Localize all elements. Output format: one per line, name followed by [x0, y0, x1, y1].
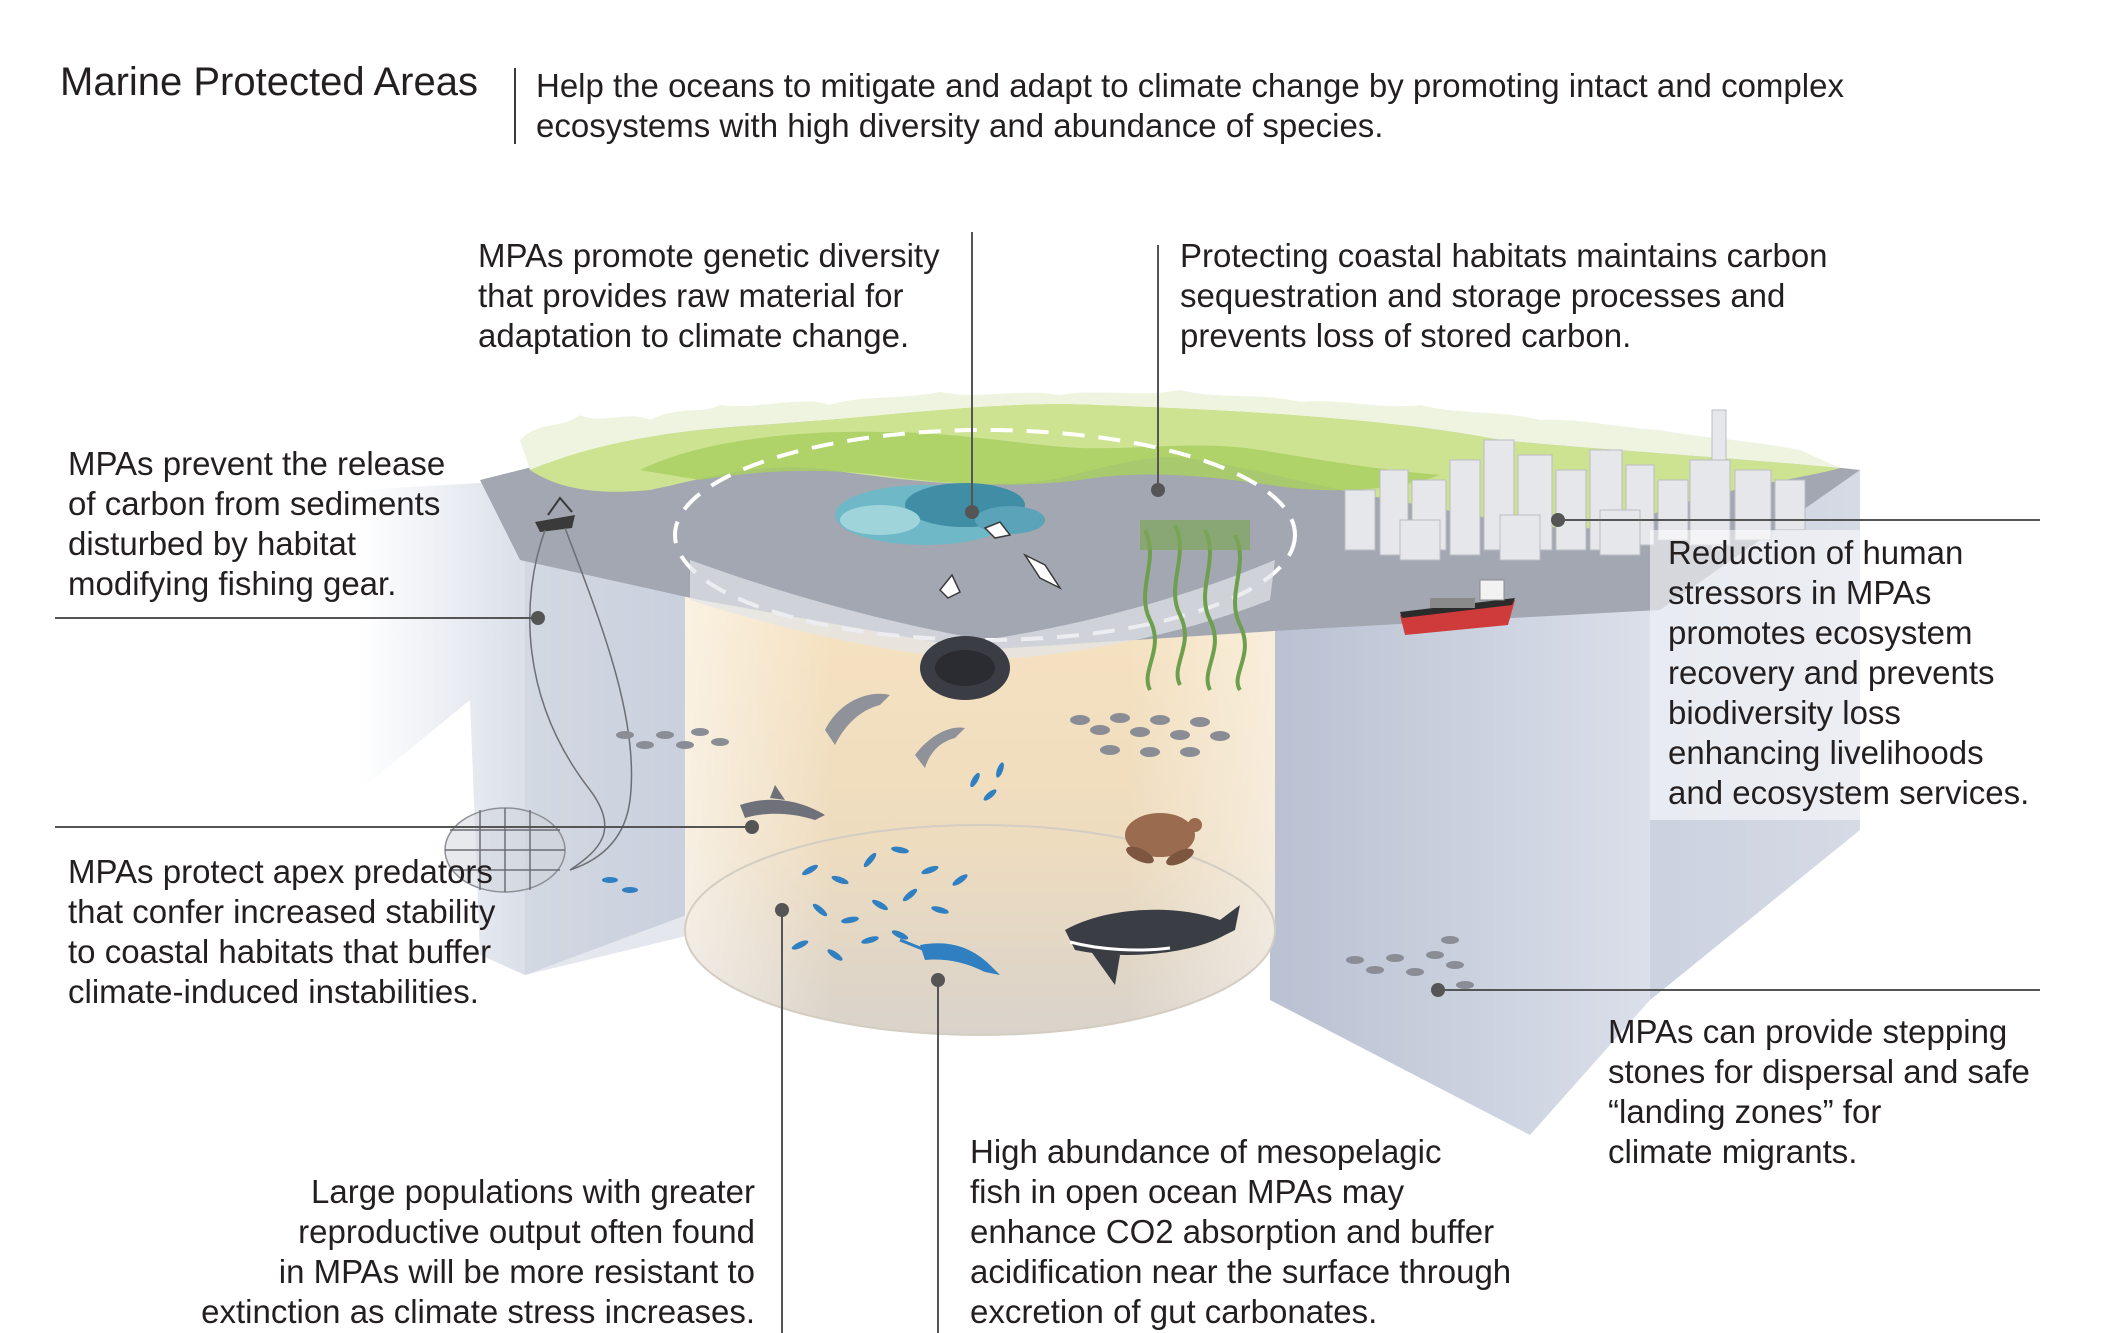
fishing-boat-icon [535, 496, 575, 532]
callout-mesopelagic: High abundance of mesopelagic fish in op… [970, 1133, 1512, 1330]
leader-dots [531, 483, 1565, 997]
sardine-ball-icon [920, 636, 1010, 700]
cargo-ship-icon [1400, 579, 1515, 635]
callout-sediments: MPAs prevent the release of carbon from … [68, 445, 446, 602]
fish-school-icon [616, 713, 1474, 989]
sea-turtle-icon [1125, 813, 1202, 866]
shark-icon [740, 785, 825, 820]
page-subtitle: Help the oceans to mitigate and adapt to… [536, 67, 1844, 144]
callout-human-stressors: Reduction of human stressors in MPAs pro… [1668, 534, 2030, 811]
callout-apex-predators: MPAs protect apex predators that confer … [68, 853, 496, 1010]
seagrass-icon [1140, 520, 1250, 692]
dolphin-icon [825, 693, 965, 768]
trawl-net-icon [444, 527, 633, 893]
callout-stepping-stones: MPAs can provide stepping stones for dis… [1608, 1013, 2030, 1170]
marlin-icon [899, 938, 1000, 975]
whale-icon [1065, 905, 1240, 985]
fish-school-icon [602, 762, 1004, 961]
callout-coastal-habitats: Protecting coastal habitats maintains ca… [1180, 237, 1828, 354]
text-backdrop [1650, 530, 2040, 820]
callout-large-populations: Large populations with greater reproduct… [201, 1173, 755, 1330]
title-divider [514, 68, 516, 144]
page-title: Marine Protected Areas [60, 60, 478, 104]
left-ocean-block [360, 470, 700, 975]
seabird-icon [938, 521, 1063, 599]
leader-lines [55, 232, 2040, 1333]
callout-genetic-diversity: MPAs promote genetic diversity that prov… [478, 237, 940, 354]
